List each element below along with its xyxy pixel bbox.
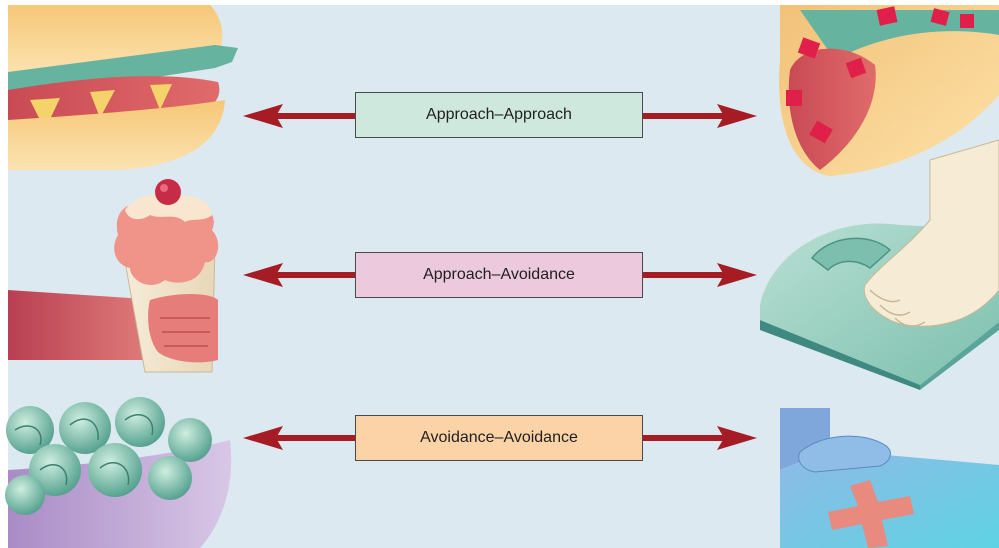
taco-icon <box>779 5 999 176</box>
arrow-left-approach-avoidance <box>243 263 357 287</box>
avoidance-avoidance-box: Avoidance–Avoidance <box>355 415 643 461</box>
arrow-right-avoidance-avoidance <box>641 426 757 450</box>
bathroom-scale-icon <box>760 139 999 390</box>
approach-approach-label: Approach–Approach <box>426 106 572 123</box>
brussels-sprouts-bowl-icon <box>5 397 232 548</box>
arrow-left-approach-approach <box>243 104 357 128</box>
arrow-right-approach-approach <box>641 104 757 128</box>
ice-cream-cone-icon <box>8 179 219 373</box>
arrow-left-avoidance-avoidance <box>243 426 357 450</box>
approach-approach-box: Approach–Approach <box>355 92 643 138</box>
approach-avoidance-label: Approach–Avoidance <box>423 266 575 283</box>
hamburger-icon <box>8 5 238 170</box>
arrow-right-approach-avoidance <box>641 263 757 287</box>
approach-avoidance-box: Approach–Avoidance <box>355 252 643 298</box>
hospital-bed-icon <box>780 408 999 548</box>
avoidance-avoidance-label: Avoidance–Avoidance <box>420 429 578 446</box>
